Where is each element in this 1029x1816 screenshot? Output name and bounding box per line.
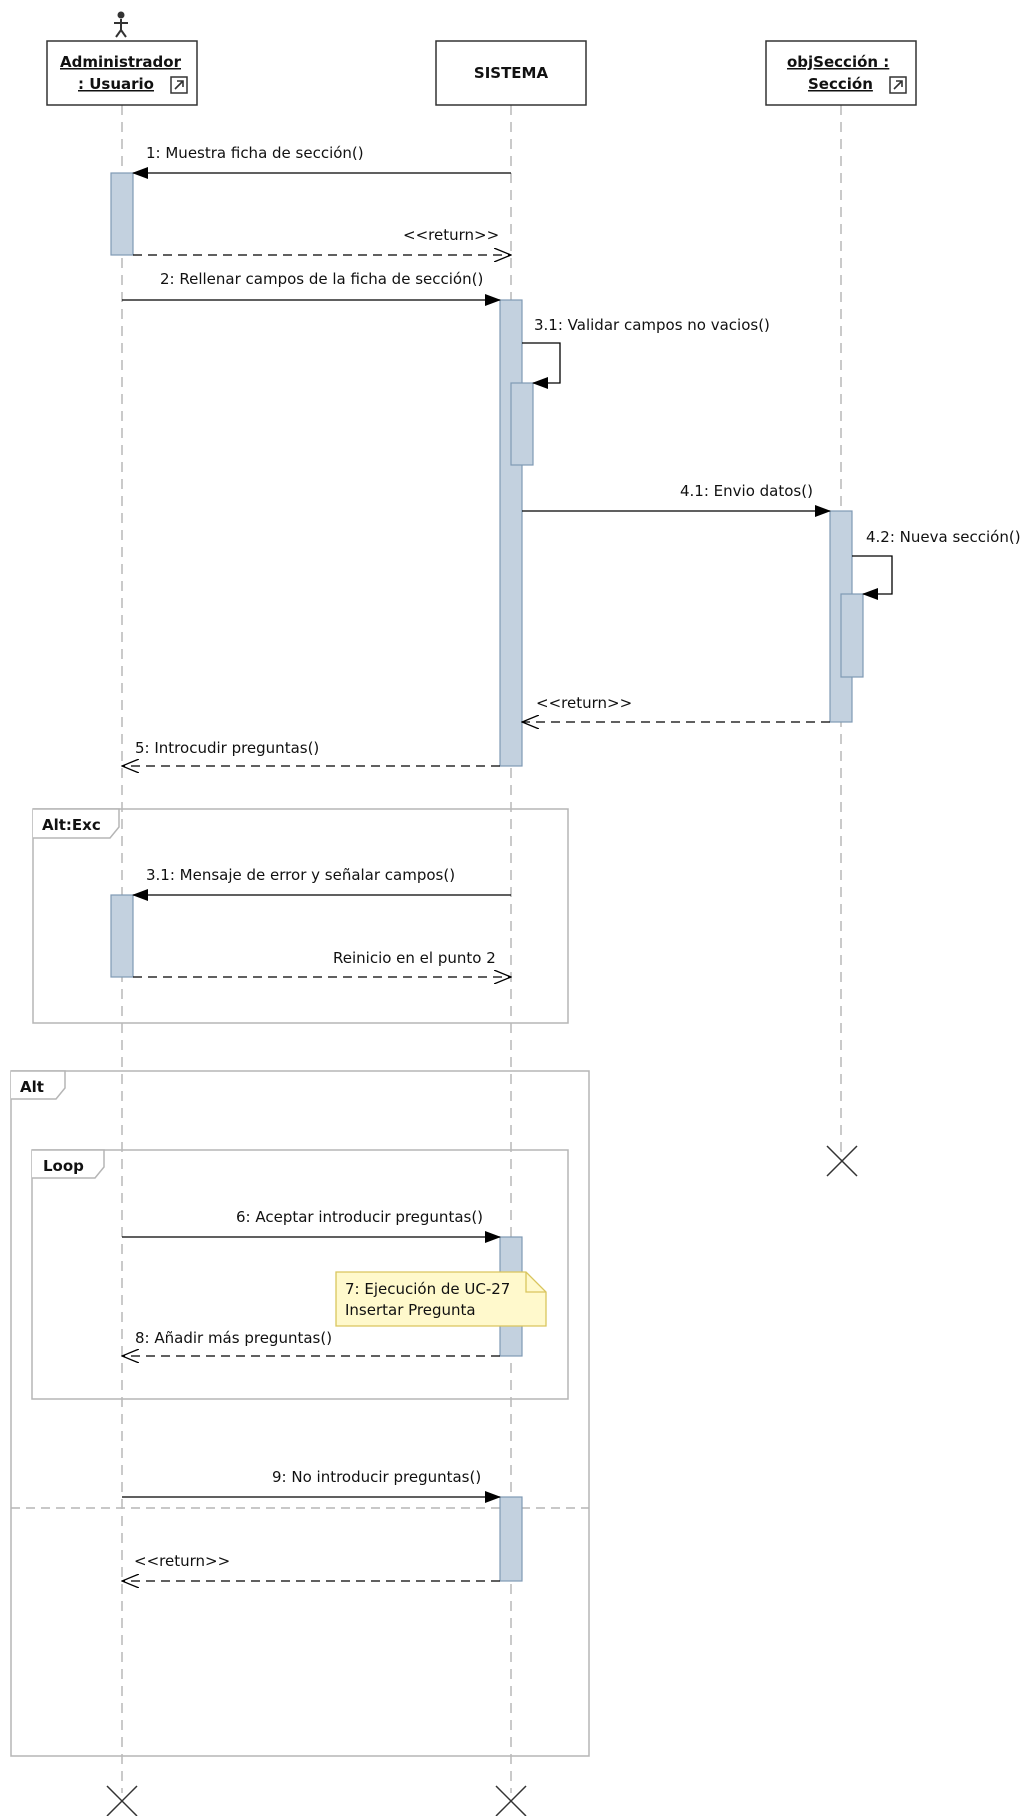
message-9[interactable]: 9: No introducir preguntas() — [122, 1468, 501, 1503]
note-uc27[interactable]: 7: Ejecución de UC-27 Insertar Pregunta — [335, 1271, 547, 1327]
activation-bar — [499, 299, 523, 767]
actor-head[interactable]: Administrador : Usuario — [46, 11, 198, 106]
destroy-marker-icon — [495, 1785, 527, 1816]
message-label: 9: No introducir preguntas() — [272, 1468, 481, 1486]
hyperlink-arrow-icon[interactable] — [889, 76, 907, 94]
return-label: Reinicio en el punto 2 — [333, 949, 496, 967]
note-line-2: Insertar Pregunta — [345, 1301, 476, 1319]
message-3-1-error[interactable]: 3.1: Mensaje de error y señalar campos() — [132, 866, 511, 901]
message-3-1[interactable]: 3.1: Validar campos no vacios() — [522, 316, 770, 389]
note-line-1: 7: Ejecución de UC-27 — [345, 1280, 510, 1298]
stick-figure-icon — [114, 11, 128, 38]
loop-frame: Loop — [31, 1149, 569, 1400]
message-label: 8: Añadir más preguntas() — [135, 1329, 332, 1347]
message-label: 1: Muestra ficha de sección() — [146, 144, 364, 162]
actor-name: Administrador — [60, 53, 182, 71]
return-label: <<return>> — [403, 226, 499, 244]
message-1[interactable]: 1: Muestra ficha de sección() — [132, 144, 511, 179]
system-name: SISTEMA — [474, 64, 549, 82]
seccion-name: objSección : — [787, 53, 889, 71]
loop-frame-label: Loop — [43, 1157, 84, 1175]
return-2[interactable]: <<return>> — [522, 694, 830, 722]
message-2[interactable]: 2: Rellenar campos de la ficha de secció… — [122, 270, 501, 306]
system-head[interactable]: SISTEMA — [435, 40, 587, 106]
seccion-head[interactable]: objSección : Sección — [765, 40, 917, 106]
message-label: 3.1: Mensaje de error y señalar campos() — [146, 866, 455, 884]
return-1[interactable]: <<return>> — [133, 226, 511, 255]
return-label: <<return>> — [134, 1552, 230, 1570]
activation-bar — [499, 1496, 523, 1582]
destroy-marker-icon — [826, 1145, 858, 1177]
message-label: 2: Rellenar campos de la ficha de secció… — [160, 270, 483, 288]
return-label: <<return>> — [536, 694, 632, 712]
activation-bar — [110, 894, 134, 978]
return-3[interactable]: Reinicio en el punto 2 — [133, 949, 511, 977]
alt-frame: Alt — [10, 1070, 590, 1757]
destroy-marker-icon — [106, 1785, 138, 1816]
alt-frame-label: Alt — [20, 1078, 44, 1096]
return-4[interactable]: <<return>> — [122, 1552, 500, 1581]
message-5[interactable]: 5: Introcudir preguntas() — [122, 739, 500, 766]
message-label: 4.2: Nueva sección() — [866, 528, 1021, 546]
message-label: 4.1: Envio datos() — [680, 482, 813, 500]
alt-exc-frame-label: Alt:Exc — [42, 816, 101, 834]
activation-bar — [510, 382, 534, 466]
message-label: 5: Introcudir preguntas() — [135, 739, 319, 757]
message-4-2[interactable]: 4.2: Nueva sección() — [852, 528, 1021, 600]
activation-bar — [110, 172, 134, 256]
alt-exc-frame: Alt:Exc — [32, 808, 569, 1024]
message-8[interactable]: 8: Añadir más preguntas() — [122, 1329, 500, 1356]
seccion-type: Sección — [808, 75, 873, 93]
message-4-1[interactable]: 4.1: Envio datos() — [522, 482, 831, 517]
message-6[interactable]: 6: Aceptar introducir preguntas() — [122, 1208, 501, 1243]
activation-bar — [840, 593, 864, 678]
message-label: 6: Aceptar introducir preguntas() — [236, 1208, 483, 1226]
message-label: 3.1: Validar campos no vacios() — [534, 316, 770, 334]
actor-type: : Usuario — [78, 75, 154, 93]
hyperlink-arrow-icon[interactable] — [170, 76, 188, 94]
